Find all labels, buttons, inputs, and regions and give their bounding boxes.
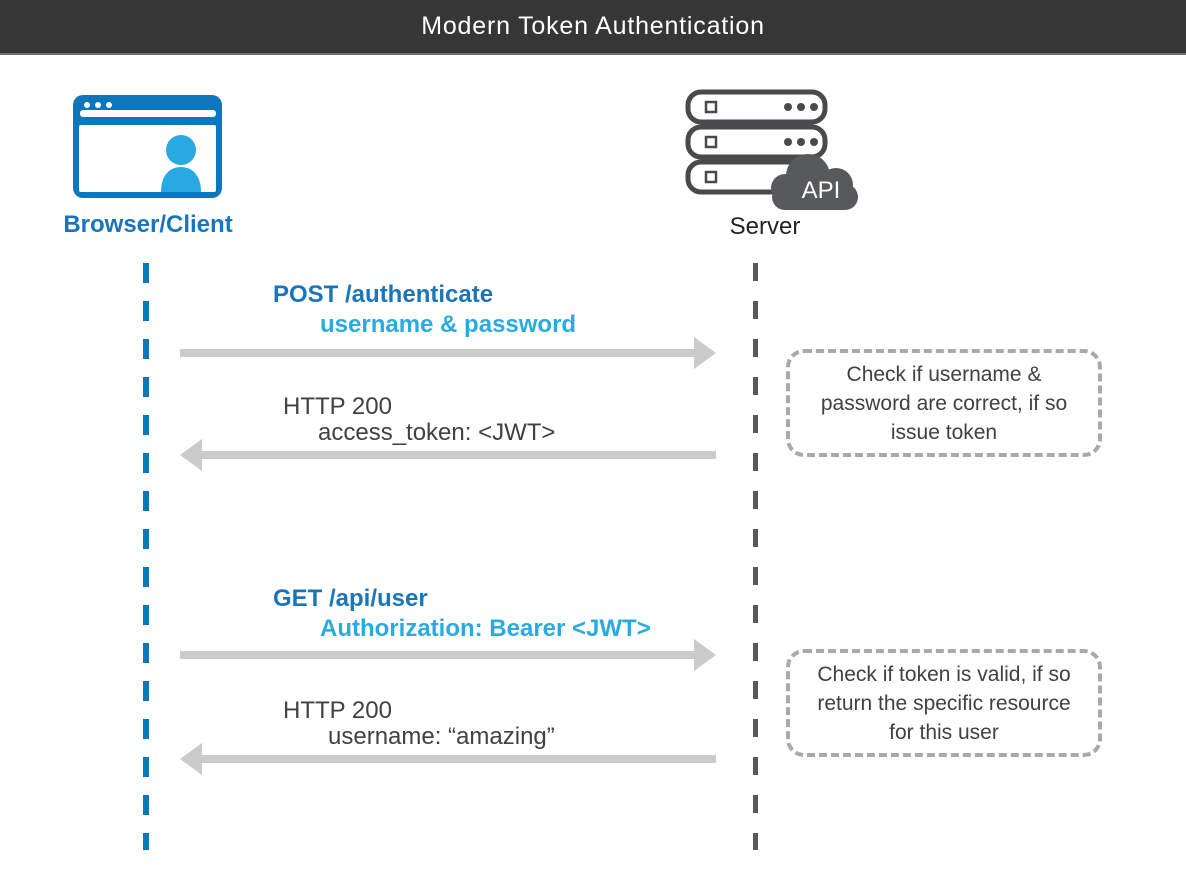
response-arrow-1 <box>180 439 716 471</box>
message-1-payload: username & password <box>320 311 577 338</box>
window-dot <box>84 102 90 108</box>
response-arrow-2 <box>180 743 716 775</box>
message-2-status: HTTP 200 <box>283 393 392 420</box>
server-row <box>685 124 828 160</box>
message-1-method: POST /authenticate <box>273 281 494 308</box>
api-cloud-icon <box>771 154 858 210</box>
window-dot <box>106 102 112 108</box>
arrow-shaft <box>180 651 698 659</box>
browser-window-dots <box>84 102 112 108</box>
message-4-status: HTTP 200 <box>283 697 392 724</box>
note-line: password are correct, if so <box>820 391 1068 415</box>
message-2-payload: access_token: <JWT> <box>318 419 556 446</box>
arrow-shaft <box>180 349 698 357</box>
server-row <box>685 89 828 125</box>
browser-client-icon <box>73 95 222 198</box>
user-icon <box>161 135 201 192</box>
arrow-head-right-icon <box>694 639 716 671</box>
client-actor-label: Browser/Client <box>63 211 233 238</box>
server-icon: API <box>685 89 858 210</box>
server-led-dots <box>784 103 818 146</box>
message-4-payload: username: “amazing” <box>328 723 555 750</box>
arrow-shaft <box>198 451 716 459</box>
arrow-head-right-icon <box>694 337 716 369</box>
message-3-payload: Authorization: Bearer <JWT> <box>320 615 651 642</box>
client-lifeline <box>143 263 149 850</box>
server-rack <box>685 89 828 195</box>
browser-content-area <box>79 125 216 192</box>
diagram-title: Modern Token Authentication <box>421 12 765 40</box>
server-actor-label: Server <box>729 213 801 240</box>
api-badge-label: API <box>802 177 841 204</box>
arrow-head-left-icon <box>180 439 202 471</box>
arrow-shaft <box>198 755 716 763</box>
title-bar: Modern Token Authentication <box>0 0 1186 55</box>
arrow-head-left-icon <box>180 743 202 775</box>
window-dot <box>95 102 101 108</box>
note-line: Check if token is valid, if so <box>817 662 1071 686</box>
request-arrow-1 <box>180 337 716 369</box>
server-drive-squares <box>704 100 718 184</box>
note-line: for this user <box>889 720 999 744</box>
server-lifeline <box>753 263 758 850</box>
note-line: return the specific resource <box>817 691 1071 715</box>
note-line: issue token <box>890 420 998 444</box>
message-3-method: GET /api/user <box>273 585 428 612</box>
server-note-2: Check if token is valid, if so return th… <box>786 649 1102 757</box>
server-note-1: Check if username & password are correct… <box>786 349 1102 457</box>
note-line: Check if username & <box>846 362 1042 386</box>
browser-address-bar <box>80 110 216 117</box>
request-arrow-2 <box>180 639 716 671</box>
